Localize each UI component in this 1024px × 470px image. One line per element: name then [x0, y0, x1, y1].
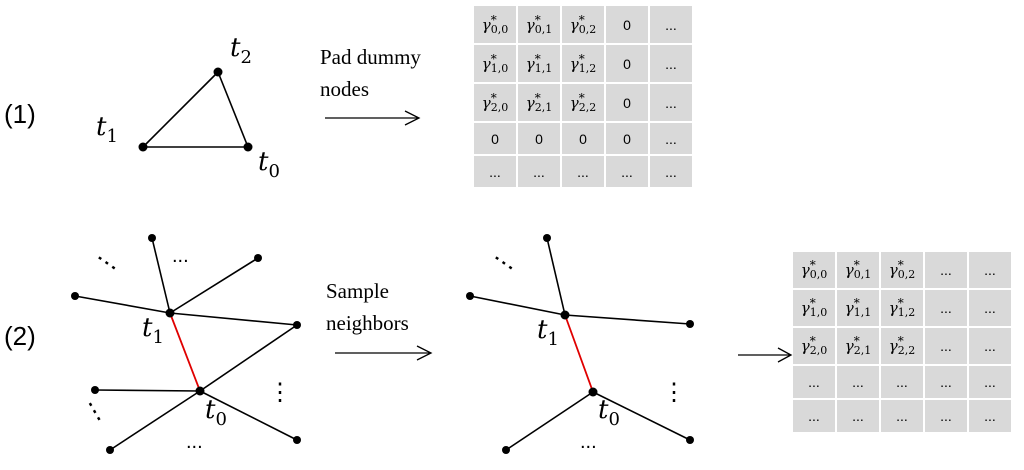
matrix-cell: γ*2,2γ*2,2 — [562, 84, 604, 121]
matrix-cell: 0 — [606, 45, 648, 82]
step-label-sample-line2: neighbors — [326, 311, 409, 335]
ellipsis-top-right: ... — [172, 245, 189, 267]
matrix-padded: γ*0,0γ*0,0γ*0,1γ*0,1γ*0,2γ*0,20...γ*1,0γ… — [474, 6, 692, 187]
matrix-cell: ... — [650, 84, 692, 121]
step-label-sample-line1: Sample — [326, 279, 389, 303]
matrix-cell: ... — [650, 123, 692, 154]
matrix-cell: ... — [562, 156, 604, 187]
sampled-graph: t1 t0 ... ⋮ ⋮ — [466, 234, 694, 454]
matrix-sampled: γ*0,0γ*0,0γ*0,1γ*0,1γ*0,2γ*0,2......γ*1,… — [793, 252, 1011, 432]
node-t0-full — [195, 386, 205, 396]
matrix-cell: 0 — [518, 123, 560, 154]
ellipsis-top-left: ⋮ — [89, 245, 125, 280]
matrix-cell: γ*0,2γ*0,2 — [881, 252, 923, 288]
node-t1 — [138, 142, 148, 152]
node-t1-sampled — [560, 310, 570, 320]
matrix-cell: γ*1,0γ*1,0 — [793, 290, 835, 326]
ellipsis-bottom: ... — [186, 431, 203, 453]
row-label-1: (1) — [4, 99, 36, 129]
matrix-cell: γ*2,1γ*2,1 — [837, 328, 879, 364]
matrix-cell: γ*2,0γ*2,0 — [474, 84, 516, 121]
matrix-cell: ... — [969, 400, 1011, 432]
matrix-cell: 0 — [474, 123, 516, 154]
ellipsis-sampled-top-left: ⋮ — [486, 245, 522, 280]
matrix-cell: γ*1,0γ*1,0 — [474, 45, 516, 82]
matrix-cell: γ*1,1γ*1,1 — [518, 45, 560, 82]
matrix-cell: ... — [925, 252, 967, 288]
node-label-t1: t1 — [96, 112, 118, 147]
matrix-cell: ... — [925, 328, 967, 364]
matrix-cell: γ*0,0γ*0,0 — [474, 6, 516, 43]
node-label-t1-sampled: t1 — [537, 315, 559, 350]
matrix-cell: ... — [925, 290, 967, 326]
node-label-t0-sampled: t0 — [598, 395, 620, 430]
ellipsis-sampled-bottom: ... — [580, 431, 597, 453]
matrix-cell: γ*0,1γ*0,1 — [837, 252, 879, 288]
node-t0-sampled — [588, 387, 598, 397]
matrix-cell: γ*0,1γ*0,1 — [518, 6, 560, 43]
matrix-cell: γ*1,2γ*1,2 — [881, 290, 923, 326]
matrix-cell: γ*0,2γ*0,2 — [562, 6, 604, 43]
matrix-cell: ... — [881, 400, 923, 432]
matrix-cell: ... — [837, 366, 879, 398]
node-t1-full — [165, 308, 175, 318]
matrix-cell: γ*0,0γ*0,0 — [793, 252, 835, 288]
edge-t2-t0 — [217, 71, 249, 148]
matrix-cell: ... — [606, 156, 648, 187]
triangle-graph: t2 t1 t0 — [96, 33, 280, 182]
arrow-sample — [335, 345, 433, 361]
edge-t2-t1 — [142, 71, 219, 148]
highlight-edge-t1-t0 — [169, 312, 201, 392]
matrix-cell: ... — [837, 400, 879, 432]
matrix-cell: ... — [793, 400, 835, 432]
matrix-cell: 0 — [606, 84, 648, 121]
matrix-cell: ... — [969, 366, 1011, 398]
ellipsis-sampled-right: ⋮ — [662, 379, 686, 406]
matrix-cell: ... — [969, 328, 1011, 364]
node-t2 — [213, 67, 223, 77]
ellipsis-bottom-left: ⋮ — [78, 394, 112, 429]
matrix-cell: ... — [969, 290, 1011, 326]
neighborhood-graph: t1 t0 ... ... ⋮ ⋮ ⋮ — [71, 234, 301, 454]
matrix-cell: γ*2,0γ*2,0 — [793, 328, 835, 364]
matrix-cell: γ*1,2γ*1,2 — [562, 45, 604, 82]
matrix-cell: γ*2,2γ*2,2 — [881, 328, 923, 364]
matrix-cell: ... — [925, 400, 967, 432]
matrix-cell: 0 — [606, 6, 648, 43]
row-label-2: (2) — [4, 321, 36, 351]
matrix-cell: ... — [925, 366, 967, 398]
highlight-edge-sampled — [564, 314, 594, 393]
node-label-t2: t2 — [230, 33, 252, 68]
step-label-pad-line2: nodes — [320, 77, 369, 101]
node-t0 — [243, 142, 253, 152]
matrix-cell: ... — [474, 156, 516, 187]
matrix-cell: γ*1,1γ*1,1 — [837, 290, 879, 326]
ellipsis-right-vertical: ⋮ — [268, 379, 292, 406]
matrix-cell: ... — [518, 156, 560, 187]
node-label-t0-full: t0 — [205, 395, 227, 430]
arrow-pad — [325, 110, 421, 126]
matrix-cell: ... — [650, 45, 692, 82]
node-label-t1-full: t1 — [142, 313, 164, 348]
matrix-cell: ... — [793, 366, 835, 398]
matrix-cell: ... — [650, 6, 692, 43]
matrix-cell: ... — [650, 156, 692, 187]
arrow-to-matrix — [738, 347, 793, 363]
matrix-cell: ... — [969, 252, 1011, 288]
matrix-cell: 0 — [562, 123, 604, 154]
step-label-pad-line1: Pad dummy — [320, 45, 421, 69]
matrix-cell: γ*2,1γ*2,1 — [518, 84, 560, 121]
matrix-cell: 0 — [606, 123, 648, 154]
matrix-cell: ... — [881, 366, 923, 398]
node-label-t0: t0 — [258, 147, 280, 182]
